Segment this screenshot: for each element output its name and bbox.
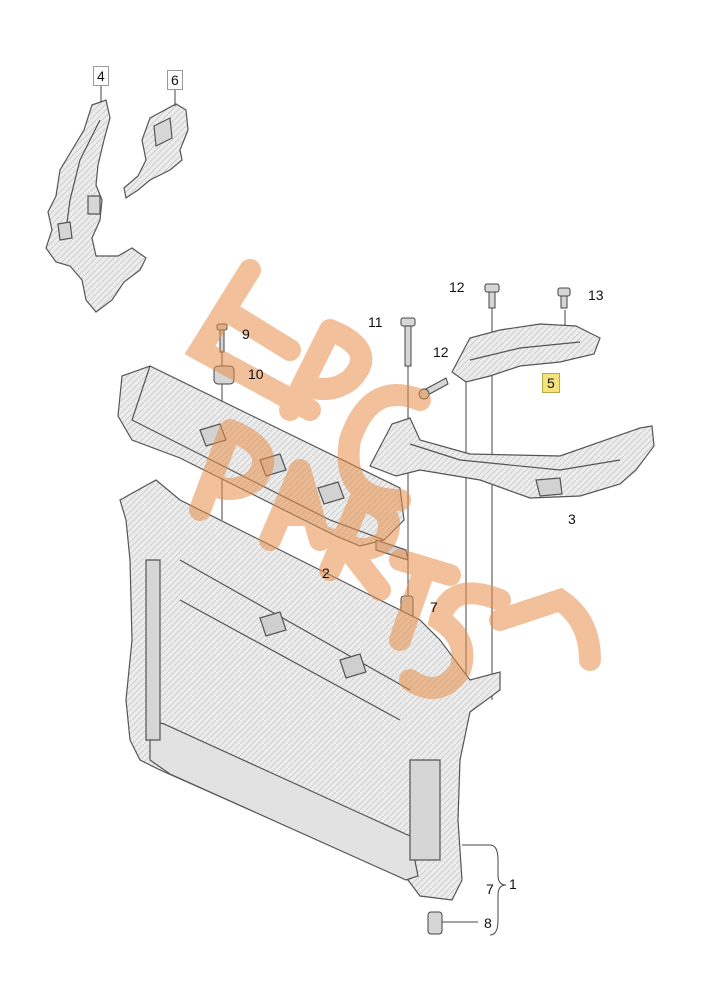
callout-8: 8 bbox=[484, 915, 492, 931]
bolt-13 bbox=[557, 287, 571, 297]
callout-7-clip: 7 bbox=[430, 599, 438, 615]
callout-1: 1 bbox=[509, 876, 517, 892]
part-3-right-bracket bbox=[369, 417, 655, 499]
callout-11: 11 bbox=[368, 314, 383, 330]
callout-7-assembly: 7 bbox=[486, 881, 494, 897]
bolt-12a bbox=[484, 283, 500, 293]
callout-3: 3 bbox=[568, 511, 576, 527]
part-4-left-bracket bbox=[45, 99, 147, 313]
part-6-small-bracket bbox=[123, 103, 189, 199]
callout-9: 9 bbox=[242, 326, 250, 342]
callout-6: 6 bbox=[167, 70, 183, 90]
assembly-brace bbox=[442, 844, 507, 936]
clip-8 bbox=[427, 911, 443, 935]
callout-4: 4 bbox=[93, 66, 109, 86]
callout-10: 10 bbox=[248, 366, 264, 382]
bolt-11 bbox=[400, 317, 416, 327]
callout-2: 2 bbox=[322, 565, 330, 581]
callout-12-top: 12 bbox=[449, 279, 465, 295]
watermark-graphic bbox=[184, 259, 601, 699]
callout-5: 5 bbox=[542, 373, 560, 393]
part-1-front-carrier bbox=[119, 479, 501, 901]
callout-12-mid: 12 bbox=[433, 344, 449, 360]
part-5-upper-bracket bbox=[451, 323, 601, 383]
callout-13: 13 bbox=[588, 287, 604, 303]
